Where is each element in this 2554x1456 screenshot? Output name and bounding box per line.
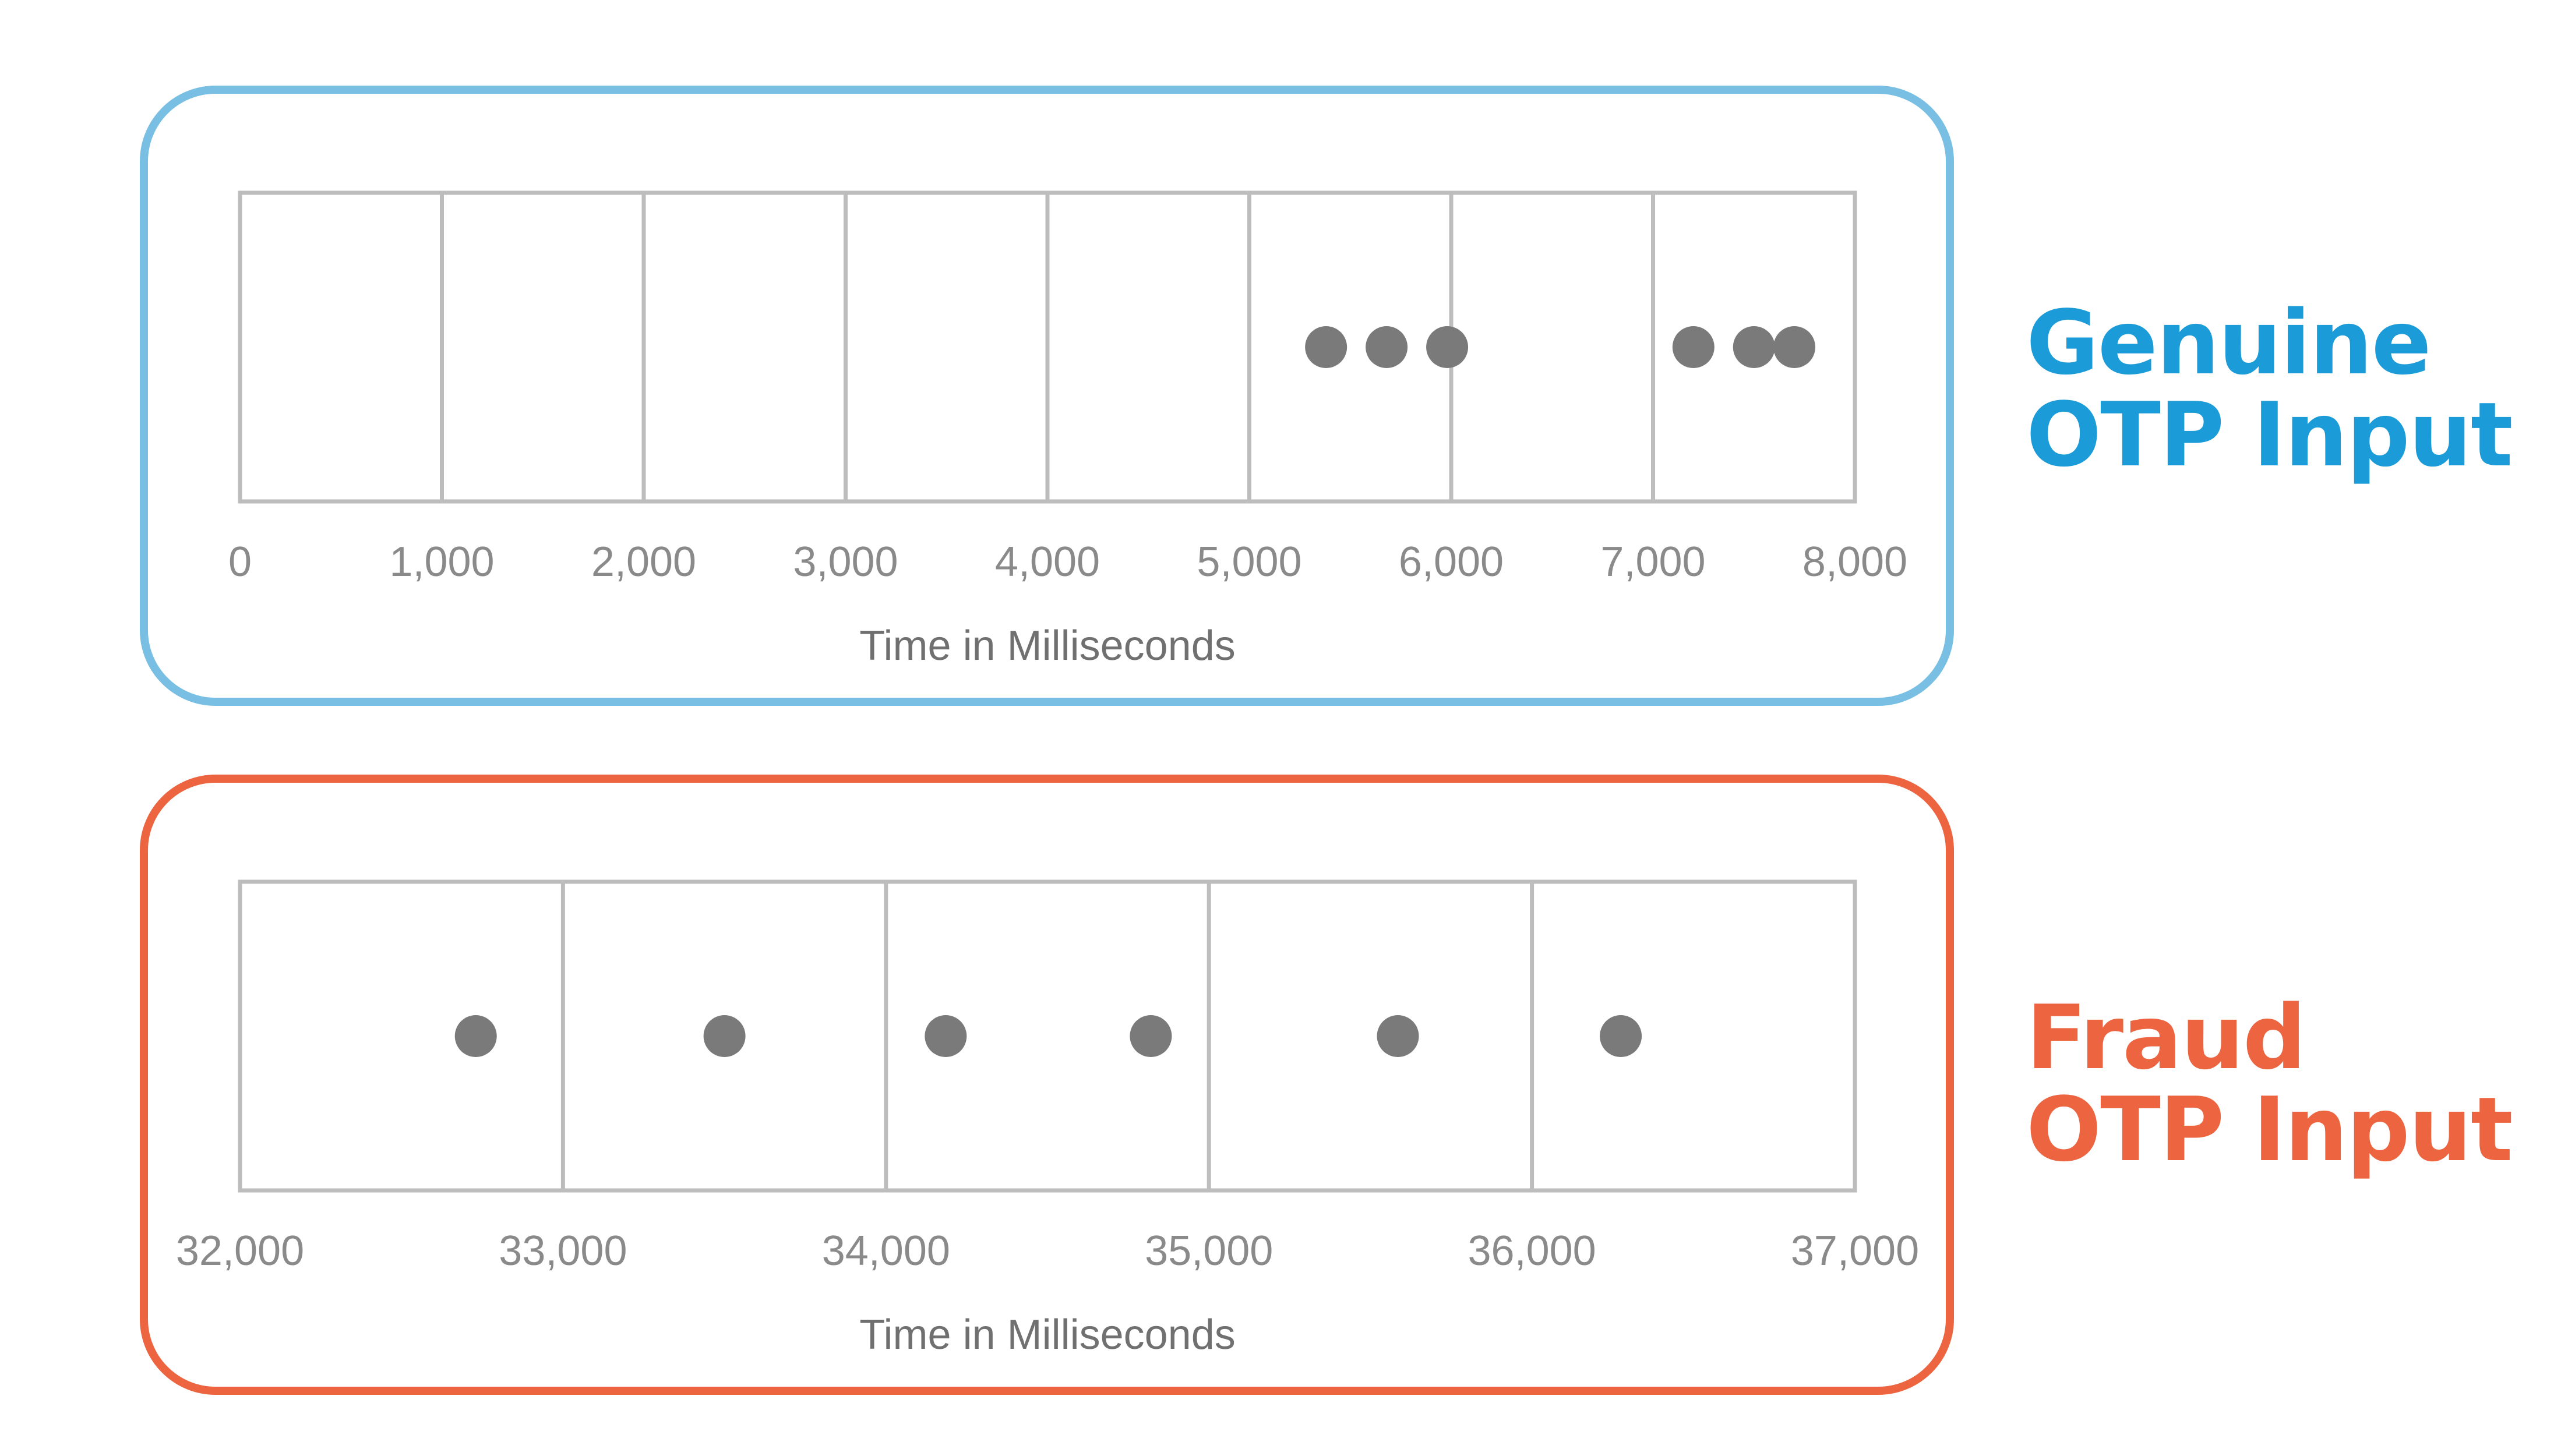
genuine-timing-chart: 0 1,000 2,000 3,000 4,000 5,000 6,000 7,000 8,00… — [228, 190, 1907, 669]
fraud-tick-label: 37,000 — [1791, 1228, 1919, 1274]
fraud-label-line2: OTP Input — [2026, 1078, 2513, 1181]
fraud-tick-label: 36,000 — [1468, 1228, 1596, 1274]
fraud-timing-chart: 32,000 33,000 34,000 35,000 36,000 37,000Time… — [176, 879, 1919, 1358]
genuine-data-point — [1366, 326, 1408, 368]
fraud-tick-label: 32,000 — [176, 1228, 304, 1274]
genuine-label-line1: Genuine — [2026, 291, 2432, 394]
fraud-label-line1: Fraud — [2026, 986, 2306, 1089]
genuine-tick-label: 6,000 — [1399, 539, 1504, 585]
genuine-data-point — [1773, 326, 1816, 368]
genuine-otp-input-label: Genuine OTP Input — [2026, 291, 2513, 486]
fraud-data-point — [1600, 1015, 1642, 1057]
fraud-tick-label: 35,000 — [1145, 1228, 1273, 1274]
genuine-chart-panel: 0 1,000 2,000 3,000 4,000 5,000 6,000 7,000 8,00… — [140, 86, 1954, 706]
genuine-label-line2: OTP Input — [2026, 383, 2513, 486]
fraud-data-point — [454, 1015, 497, 1057]
genuine-tick-label: 5,000 — [1197, 539, 1301, 585]
fraud-data-point — [1377, 1015, 1419, 1057]
genuine-tick-label: 7,000 — [1600, 539, 1705, 585]
genuine-tick-label: 0 — [228, 539, 252, 585]
genuine-tick-label: 3,000 — [793, 539, 898, 585]
genuine-tick-label: 8,000 — [1802, 539, 1907, 585]
genuine-data-point — [1672, 326, 1715, 368]
fraud-data-point — [925, 1015, 967, 1057]
genuine-data-point — [1305, 326, 1347, 368]
fraud-axis-label: Time in Milliseconds — [859, 1312, 1236, 1358]
genuine-data-point — [1733, 326, 1775, 368]
genuine-data-point — [1426, 326, 1469, 368]
genuine-tick-label: 1,000 — [389, 539, 494, 585]
genuine-axis-label: Time in Milliseconds — [859, 623, 1236, 669]
fraud-data-point — [1130, 1015, 1172, 1057]
fraud-otp-input-label: Fraud OTP Input — [2026, 986, 2513, 1181]
fraud-tick-label: 34,000 — [822, 1228, 950, 1274]
genuine-tick-label: 2,000 — [591, 539, 696, 585]
fraud-data-point — [703, 1015, 746, 1057]
fraud-plot-frame — [238, 879, 1857, 1193]
genuine-tick-label: 4,000 — [995, 539, 1100, 585]
fraud-tick-label: 33,000 — [499, 1228, 627, 1274]
